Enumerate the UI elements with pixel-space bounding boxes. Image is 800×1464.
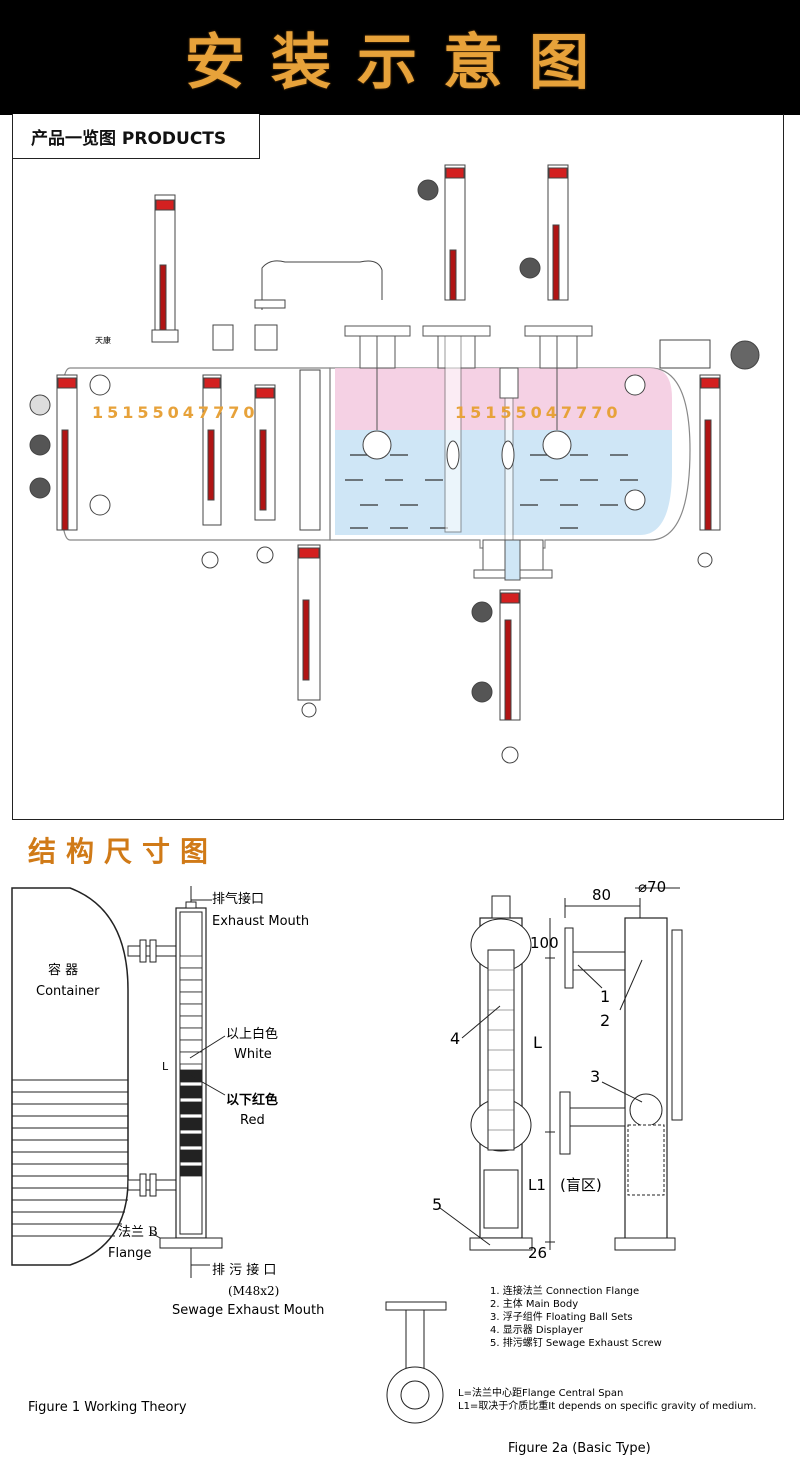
white-en: White bbox=[234, 1047, 272, 1062]
dim-70: ⌀70 bbox=[638, 878, 666, 896]
white-cn: 以上白色 bbox=[226, 1026, 278, 1042]
red-cn: 以下红色 bbox=[226, 1092, 278, 1108]
products-tab-label: 产品一览图 PRODUCTS bbox=[31, 129, 227, 149]
level-gauges bbox=[29, 164, 760, 764]
dim-L: L bbox=[533, 1033, 542, 1052]
legend-item: 5. 排污螺钉 Sewage Exhaust Screw bbox=[490, 1336, 662, 1349]
container-shape bbox=[11, 887, 129, 1266]
l-mark: L bbox=[162, 1060, 169, 1073]
legend-item: 3. 浮子组件 Floating Ball Sets bbox=[490, 1310, 633, 1323]
header-banner: 安装示意图 bbox=[0, 0, 800, 115]
figure2a-basic-type: 80 ⌀70 100 L L1 (盲区) 26 1 2 3 4 5 1. 连接法… bbox=[385, 878, 756, 1456]
flange-cn: 法兰 B bbox=[118, 1225, 158, 1240]
container-cn: 容 器 bbox=[48, 962, 78, 978]
exhaust-en: Exhaust Mouth bbox=[212, 914, 309, 929]
sewage-size: (M48x2) bbox=[228, 1284, 279, 1298]
phone-watermark-left: 15155047770 bbox=[92, 403, 258, 422]
section-title: 结构尺寸图 bbox=[28, 835, 219, 868]
figure1-caption: Figure 1 Working Theory bbox=[28, 1400, 187, 1415]
container-en: Container bbox=[36, 984, 100, 999]
dim-100: 100 bbox=[530, 934, 559, 952]
phone-watermark-right: 15155047770 bbox=[455, 403, 621, 422]
flange-en: Flange bbox=[108, 1246, 152, 1261]
legend-item: 1. 连接法兰 Connection Flange bbox=[490, 1284, 639, 1297]
tank bbox=[61, 325, 691, 581]
callout-2: 2 bbox=[600, 1011, 610, 1030]
callout-3: 3 bbox=[590, 1067, 600, 1086]
figure1-working-theory: L 排气接口 Exhaust Mouth 容 器 Container 以上白色 … bbox=[11, 886, 324, 1415]
callout-4: 4 bbox=[450, 1029, 460, 1048]
exhaust-cn: 排气接口 bbox=[212, 891, 264, 907]
dim-80: 80 bbox=[592, 886, 611, 904]
sewage-en: Sewage Exhaust Mouth bbox=[172, 1303, 324, 1318]
blind-zone: (盲区) bbox=[560, 1176, 602, 1194]
dim-L1: L1 bbox=[528, 1176, 546, 1194]
products-illustration: 天康 15155047770 15155047770 bbox=[29, 164, 760, 764]
products-tab: 产品一览图 PRODUCTS bbox=[12, 114, 260, 159]
red-en: Red bbox=[240, 1113, 265, 1128]
brand-label: 天康 bbox=[95, 335, 111, 345]
note-L1: L1=取决于介质比重It depends on specific gravity… bbox=[458, 1399, 756, 1412]
dim-26: 26 bbox=[528, 1244, 547, 1262]
products-frame bbox=[12, 114, 784, 820]
note-L: L=法兰中心距Flange Central Span bbox=[458, 1386, 623, 1399]
legend-item: 4. 显示器 Displayer bbox=[490, 1324, 584, 1336]
figure2-caption: Figure 2a (Basic Type) bbox=[508, 1441, 651, 1456]
page-title: 安装示意图 bbox=[185, 28, 615, 98]
legend-item: 2. 主体 Main Body bbox=[490, 1298, 578, 1310]
sewage-cn: 排 污 接 口 bbox=[212, 1262, 276, 1278]
callout-5: 5 bbox=[432, 1195, 442, 1214]
callout-1: 1 bbox=[600, 987, 610, 1006]
